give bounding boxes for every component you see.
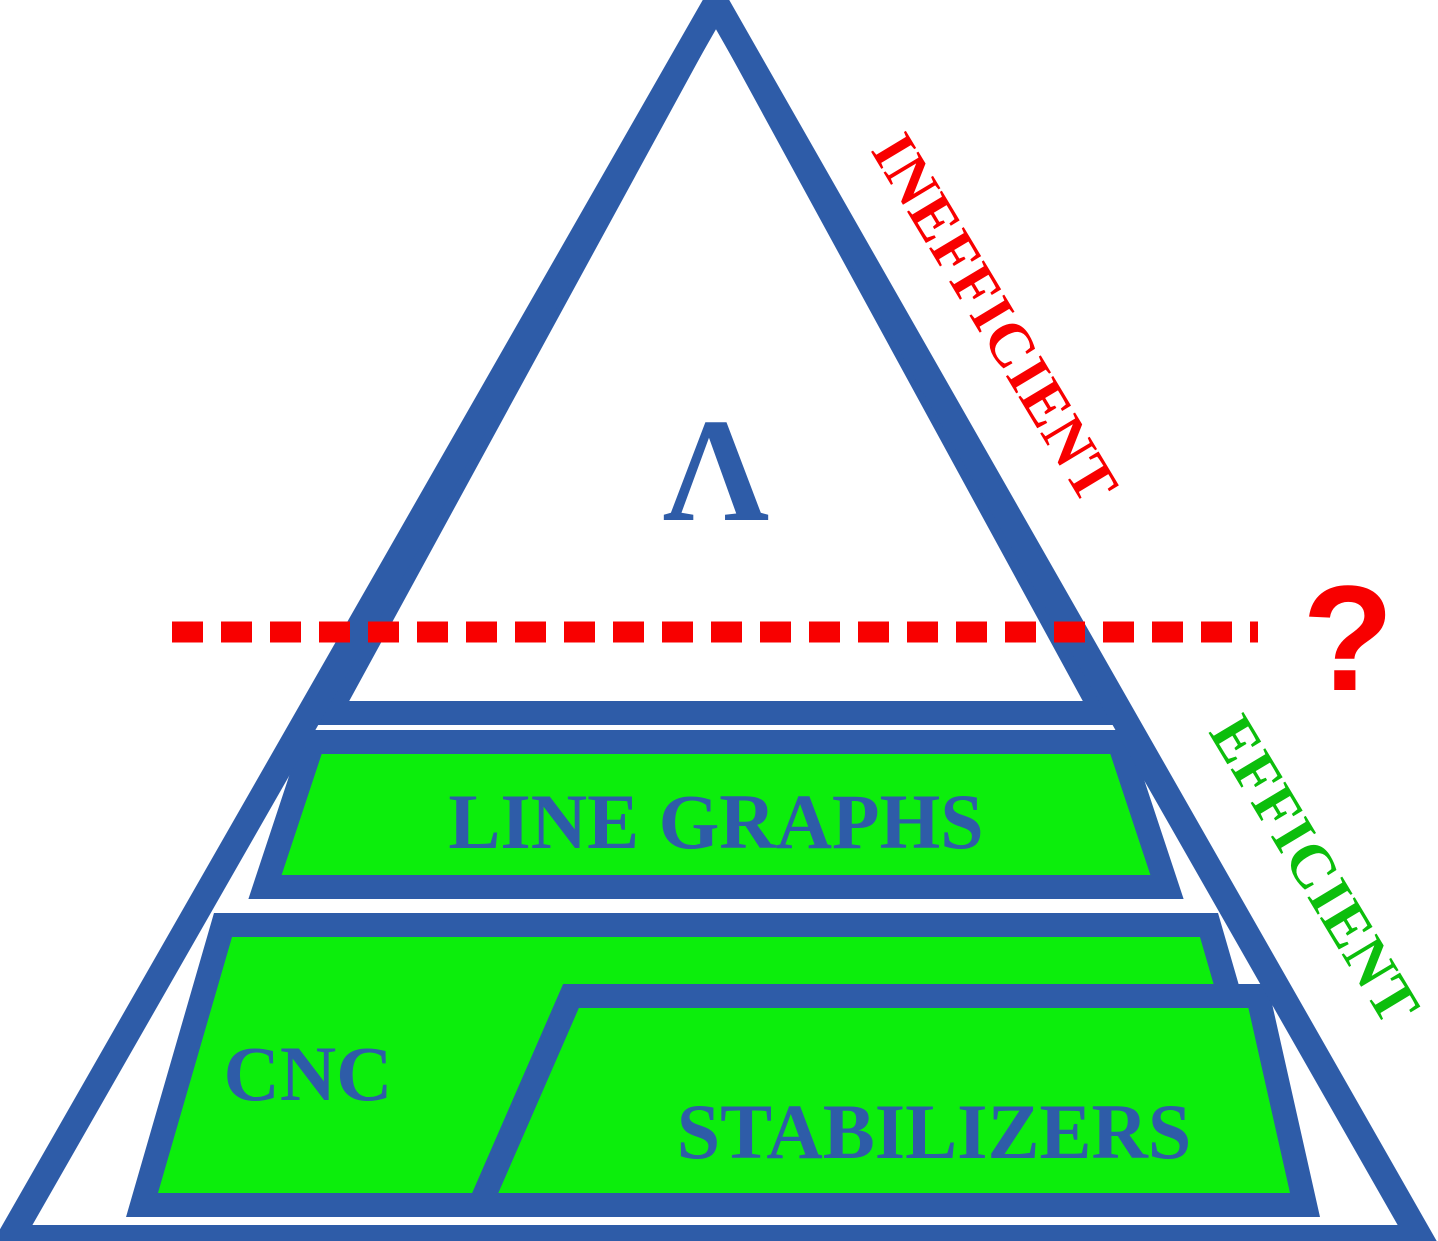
tier-line-graphs-shape bbox=[248, 730, 1184, 899]
tier-line-graphs[interactable]: LINE GRAPHS bbox=[248, 730, 1184, 899]
tier-stabilizers[interactable]: STABILIZERS bbox=[461, 984, 1320, 1217]
tier-cnc-label: CNC bbox=[224, 1030, 393, 1117]
tier-line-graphs-label: LINE GRAPHS bbox=[448, 778, 983, 865]
tier-stabilizers-shape bbox=[461, 984, 1320, 1217]
tier-stabilizers-label: STABILIZERS bbox=[677, 1088, 1191, 1175]
question-mark: ? bbox=[1302, 554, 1394, 722]
tier-cnc[interactable]: CNC bbox=[224, 1030, 393, 1117]
tier-apex-label: Λ bbox=[663, 389, 769, 553]
